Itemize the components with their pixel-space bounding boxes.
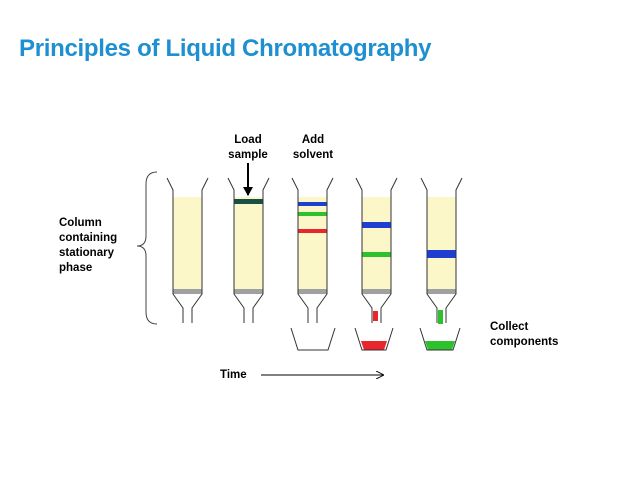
column-2 xyxy=(227,177,270,323)
column-label-line-2: containing xyxy=(59,232,118,244)
column-5 xyxy=(420,177,463,324)
green-beaker xyxy=(419,327,461,351)
column-1 xyxy=(166,177,209,323)
load-label-line-2: sample xyxy=(228,149,268,161)
collect-label-line-2: components xyxy=(490,336,559,348)
green-collected-liquid xyxy=(425,341,455,350)
column-outline xyxy=(420,177,463,323)
column-outline xyxy=(355,177,398,323)
stationary-phase xyxy=(362,197,391,289)
column-outline xyxy=(166,177,209,323)
column-label-line-4: phase xyxy=(59,262,93,274)
beaker-outline xyxy=(354,327,394,351)
stationary-phase xyxy=(234,197,263,289)
green-drip xyxy=(438,310,443,324)
time-label: Time xyxy=(220,369,247,381)
stationary-phase xyxy=(427,197,456,289)
blue-band xyxy=(362,222,391,228)
red-beaker xyxy=(354,327,394,351)
column-outline xyxy=(291,177,334,323)
frit xyxy=(173,289,202,294)
frit xyxy=(427,289,456,294)
collect-components-label: Collect components xyxy=(490,320,558,350)
load-sample-label: Load sample xyxy=(226,133,270,163)
green-band xyxy=(298,212,327,216)
column-outline xyxy=(227,177,270,323)
add-label-line-2: solvent xyxy=(292,149,334,161)
column-label-line-1: Column xyxy=(59,217,102,229)
red-drip xyxy=(373,311,378,321)
empty-beaker xyxy=(290,327,336,351)
column-4 xyxy=(355,177,398,323)
frit xyxy=(234,289,263,294)
stationary-phase xyxy=(298,197,327,289)
beaker-outline xyxy=(419,327,461,351)
load-label-line-1: Load xyxy=(234,134,262,146)
stationary-phase xyxy=(173,197,202,289)
page-title: Principles of Liquid Chromatography xyxy=(19,35,432,62)
column-label-line-3: stationary xyxy=(59,247,114,259)
frit xyxy=(362,289,391,294)
column-label: Column containing stationary phase xyxy=(59,216,117,276)
frit xyxy=(298,289,327,294)
blue-band xyxy=(298,202,327,206)
add-label-line-1: Add xyxy=(301,134,325,146)
add-solvent-label: Add solvent xyxy=(290,133,336,163)
column-bracket xyxy=(136,171,158,325)
red-band xyxy=(298,229,327,233)
load-arrow-head xyxy=(243,187,253,196)
green-band xyxy=(362,252,391,257)
collect-label-line-1: Collect xyxy=(490,321,529,333)
column-3 xyxy=(291,177,334,323)
blue-band xyxy=(427,250,456,258)
red-collected-liquid xyxy=(361,341,387,350)
sample-band xyxy=(234,199,263,204)
